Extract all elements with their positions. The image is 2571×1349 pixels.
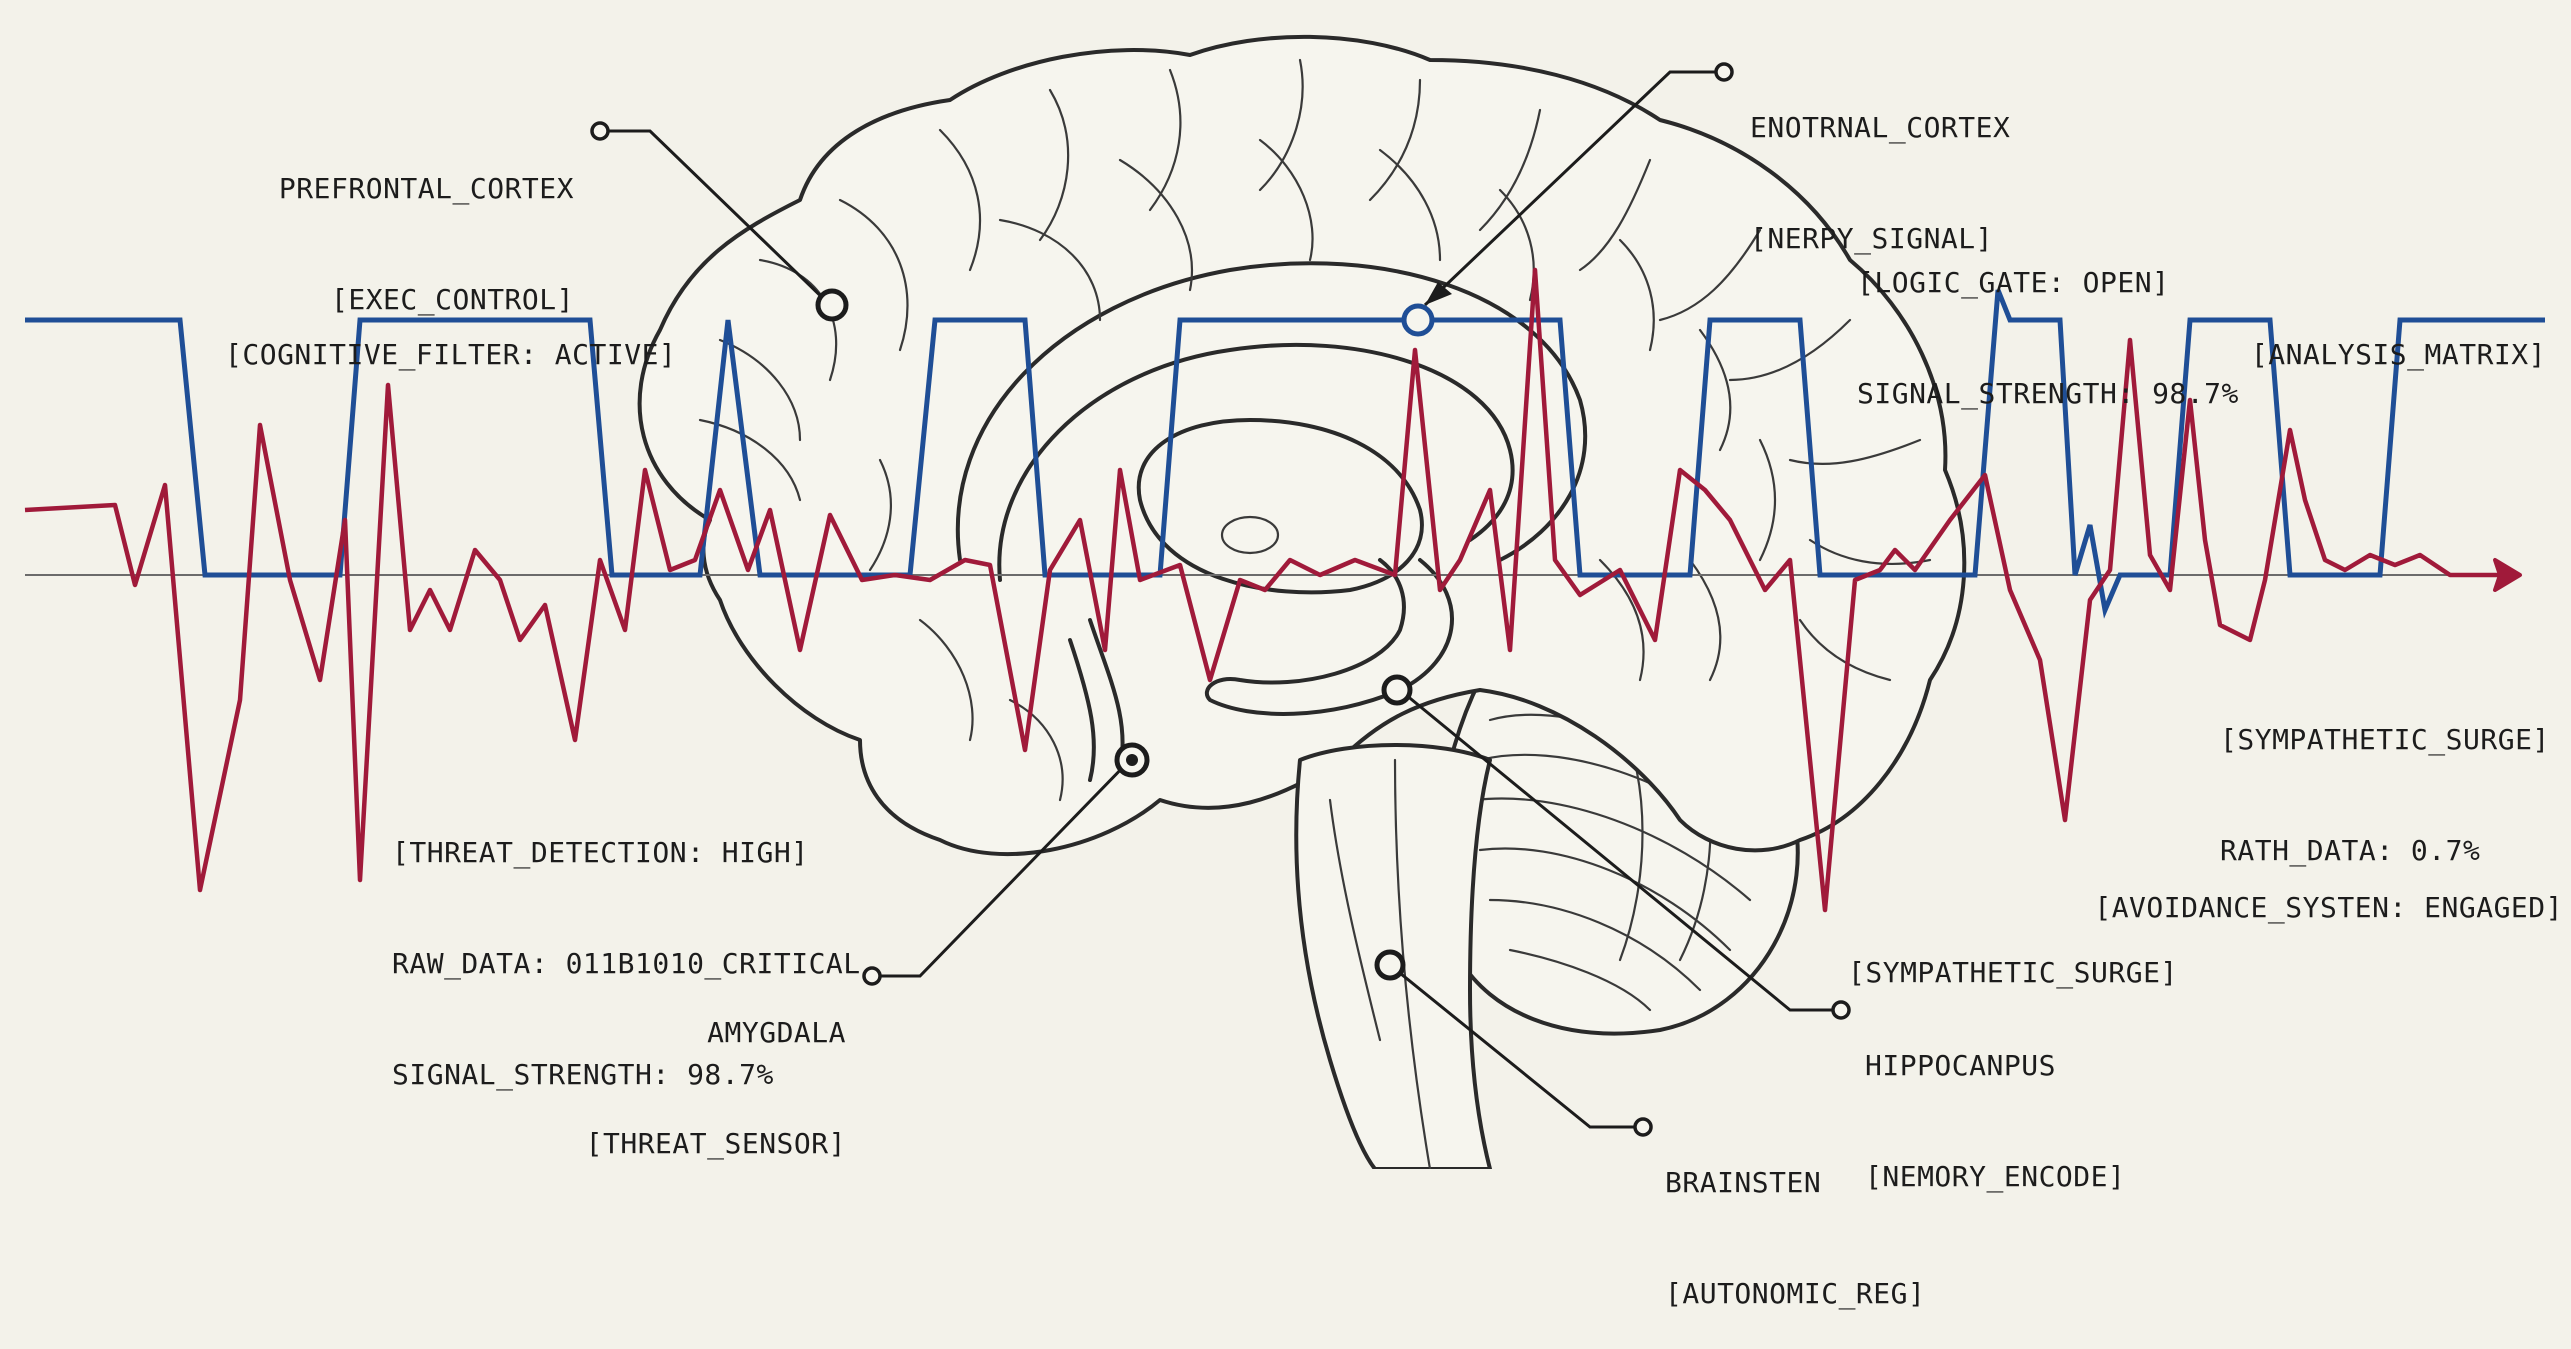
prefrontal-label-dot [592, 123, 608, 139]
brainstem-label-dot [1635, 1119, 1651, 1135]
entorhinal-node [1404, 306, 1432, 334]
sympathetic-surge-right-title: [SYMPATHETIC_SURGE] [2220, 721, 2550, 758]
amygdala-title: AMYGDALA [586, 1014, 846, 1051]
brainstem-label: BRAINSTEN [AUTONOMIC_REG] [1665, 1090, 1925, 1349]
entorhinal-title: ENOTRNAL_CORTEX [1750, 109, 2010, 146]
amygdala-subtitle: [THREAT_SENSOR] [586, 1125, 846, 1162]
amygdala-label: AMYGDALA [THREAT_SENSOR] [586, 940, 846, 1199]
hippocampus-label-dot [1833, 1002, 1849, 1018]
analysis-matrix-text: [ANALYSIS_MATRIX] [2251, 336, 2546, 373]
cognitive-filter-label: [COGNITIVE_FILTER: ACTIVE] [225, 262, 676, 410]
cognitive-filter-text: [COGNITIVE_FILTER: ACTIVE] [225, 336, 676, 373]
entorhinal-label-dot [1716, 64, 1732, 80]
brain-signal-diagram: PREFRONTAL_CORTEX [EXEC_CONTROL] [COGNIT… [0, 0, 2571, 1169]
brainstem-node [1377, 952, 1403, 978]
logic-gate-strength: SIGNAL_STRENGTH: 98.7% [1857, 375, 2239, 412]
prefrontal-node [818, 291, 846, 319]
amygdala-node-center [1126, 754, 1138, 766]
logic-gate-label: [LOGIC_GATE: OPEN] SIGNAL_STRENGTH: 98.7… [1857, 190, 2239, 449]
logic-gate-status: [LOGIC_GATE: OPEN] [1857, 264, 2239, 301]
red-signal-arrowhead [2495, 560, 2520, 590]
brainstem-title: BRAINSTEN [1665, 1164, 1925, 1201]
hippocampus-title: HIPPOCANPUS [1865, 1047, 2125, 1084]
hippocampus-node [1384, 677, 1410, 703]
amygdala-label-dot [864, 968, 880, 984]
brainstem-subtitle: [AUTONOMIC_REG] [1665, 1275, 1925, 1312]
threat-detection-status: [THREAT_DETECTION: HIGH] [392, 834, 861, 871]
prefrontal-title: PREFRONTAL_CORTEX [279, 170, 574, 207]
analysis-matrix-label: [ANALYSIS_MATRIX] [2251, 262, 2546, 410]
